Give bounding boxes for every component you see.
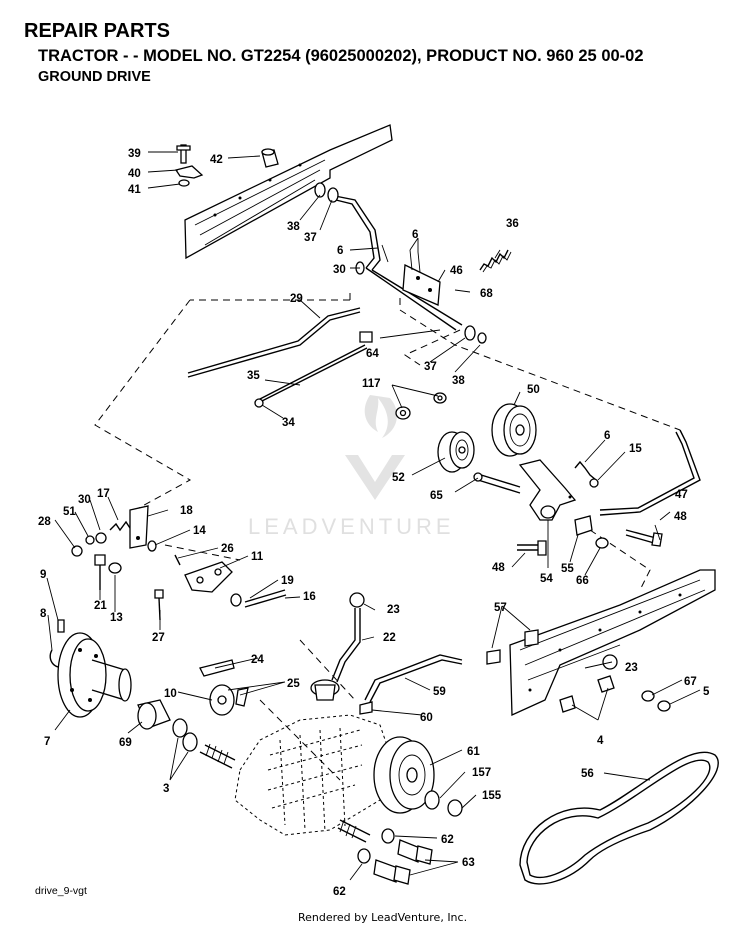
callout-11: 11 [251,551,264,563]
callout-67: 67 [684,676,697,688]
hub-7 [49,619,198,752]
callout-10: 10 [164,688,177,700]
callout-51: 51 [63,506,76,518]
credit-line: Rendered by LeadVenture, Inc. [298,911,468,924]
callout-65: 65 [430,490,443,502]
page-title: REPAIR PARTS [24,20,170,42]
callout-21: 21 [94,600,107,612]
callout-55: 55 [561,563,574,575]
watermark-text: LEADVENTURE [248,514,455,539]
callout-18: 18 [180,505,193,517]
callout-38a: 38 [287,221,300,233]
callout-35: 35 [247,370,260,382]
callout-50: 50 [527,384,540,396]
callout-3: 3 [163,783,169,795]
callout-66: 66 [576,575,589,587]
callout-48b: 48 [492,562,505,574]
callout-4: 4 [597,735,604,747]
callout-9: 9 [40,569,46,581]
bracket-24-25-10 [199,659,249,716]
callout-19: 19 [281,575,294,587]
callout-28: 28 [38,516,51,528]
model-line: TRACTOR - - MODEL NO. GT2254 (9602500020… [38,47,644,65]
callout-60: 60 [420,712,433,724]
callout-7: 7 [44,736,50,748]
frame-rail-right [486,569,716,716]
callout-47: 47 [675,489,688,501]
callout-37a: 37 [304,232,317,244]
callout-6a: 6 [337,245,343,257]
rod-59 [364,654,463,703]
callout-36: 36 [506,218,519,230]
callout-64: 64 [366,348,379,360]
callout-14: 14 [193,525,206,537]
callout-34: 34 [282,417,295,429]
callout-26: 26 [221,543,234,555]
callout-27: 27 [152,632,165,644]
callout-40: 40 [128,168,141,180]
callout-54: 54 [540,573,553,585]
callout-24: 24 [251,654,264,666]
watermark-logo: LEADVENTURE [248,395,455,539]
rod-29 [187,307,373,408]
nuts-117 [395,392,447,420]
callout-42: 42 [210,154,223,166]
callout-39: 39 [128,148,141,160]
bolts-62-63 [357,828,433,885]
callout-17: 17 [97,488,110,500]
spring-36 [479,249,512,273]
callout-37b: 37 [424,361,437,373]
callout-labels: 39 40 41 42 38 37 36 6 6 30 46 68 29 64 … [38,148,710,898]
callout-62a: 62 [441,834,454,846]
drawing-code: drive_9-vgt [35,885,87,897]
callout-46: 46 [450,265,463,277]
callout-68: 68 [480,288,493,300]
callout-23b: 23 [625,662,638,674]
pulley-52 [437,431,475,473]
callout-15: 15 [629,443,642,455]
brake-linkage [71,505,287,621]
callout-57: 57 [494,602,507,614]
idler-bracket-54 [473,459,663,556]
callout-69: 69 [119,737,132,749]
callout-22: 22 [383,632,396,644]
callout-117: 117 [362,378,381,390]
callout-63: 63 [462,857,475,869]
callout-30a: 30 [333,264,346,276]
callout-38b: 38 [452,375,465,387]
callout-157: 157 [472,767,491,779]
shift-lever-22 [310,592,373,715]
callout-41: 41 [128,184,141,196]
callout-16: 16 [303,591,316,603]
pulley-61 [373,736,463,817]
callout-8: 8 [40,608,47,620]
assembly-lines [94,290,681,781]
section-title: GROUND DRIVE [38,69,151,85]
transmission [199,714,393,843]
belt-56 [519,751,719,885]
callout-30b: 30 [78,494,91,506]
callout-6c: 6 [604,430,610,442]
callout-56: 56 [581,768,594,780]
callout-5: 5 [703,686,710,698]
callout-52: 52 [392,472,405,484]
pulley-50 [491,403,537,457]
callout-62b: 62 [333,886,346,898]
callout-48a: 48 [674,511,687,523]
control-shaft [314,182,487,344]
callout-13: 13 [110,612,123,624]
callout-61: 61 [467,746,480,758]
callout-23a: 23 [387,604,400,616]
callout-25: 25 [287,678,300,690]
frame-rail-top [184,124,393,260]
leader-lines [46,151,701,881]
callout-6b: 6 [412,229,418,241]
callout-29: 29 [290,293,303,305]
rod-47 [574,429,701,516]
callout-59: 59 [433,686,446,698]
callout-155: 155 [482,790,502,802]
part-39-40-41-42 [174,144,279,187]
